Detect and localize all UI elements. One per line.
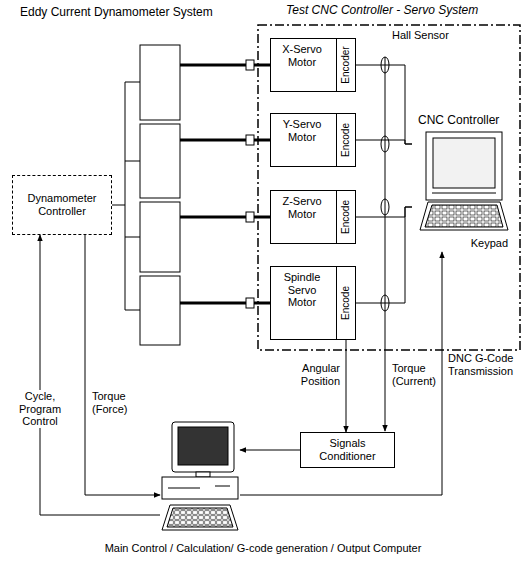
node-label: Signals Conditioner	[304, 437, 391, 462]
signal-label: Torque (Current)	[392, 362, 444, 387]
node-label: Spindle Servo Motor	[271, 267, 333, 313]
signal-label: Torque (Force)	[92, 390, 148, 415]
system-title: Eddy Current Dynamometer System	[20, 6, 213, 20]
connector	[356, 207, 412, 303]
node-label: Encode	[340, 200, 352, 234]
encoder-box: Encode	[336, 266, 356, 340]
connector	[356, 140, 412, 144]
connector	[356, 65, 412, 144]
servo-motor-box: Y-Servo Motor Encode	[270, 113, 356, 167]
device-label: CNC Controller	[418, 114, 499, 128]
process-box: Signals Conditioner	[300, 432, 395, 468]
node-label: Dynamometer Controller	[17, 192, 107, 217]
node-label: Z-Servo Motor	[271, 191, 333, 224]
current-signal-wire	[385, 57, 386, 431]
shafts	[180, 60, 270, 308]
servo-motor-box: Spindle Servo Motor Encode	[270, 266, 356, 340]
cnc-controller-icon	[420, 132, 508, 230]
connector	[240, 450, 300, 451]
computer-label: Main Control / Calculation/ G-code gener…	[23, 542, 503, 555]
node-label: Encoder	[340, 46, 352, 83]
servo-motor-box: Z-Servo Motor Encode	[270, 190, 356, 244]
system-region: Test CNC Controller - Servo SystemX-Serv…	[258, 25, 520, 350]
controller-box: Dynamometer Controller	[12, 175, 112, 235]
hall-sensors	[381, 57, 389, 311]
cnc-controller: CNC ControllerKeypad	[412, 112, 512, 252]
signal-label: Angular Position	[270, 362, 340, 387]
connector	[356, 207, 412, 217]
signal-label: Cycle, Program Control	[11, 390, 69, 428]
computer-icon	[162, 422, 238, 530]
servo-motor-box: X-Servo Motor Encoder	[270, 38, 356, 92]
sensor-label: Hall Sensor	[392, 29, 449, 42]
node-label: Encode	[340, 123, 352, 157]
encoder-box: Encoder	[336, 38, 356, 92]
encoder-box: Encode	[336, 190, 356, 244]
dynamometer-wires	[112, 82, 140, 310]
region-outline	[258, 25, 520, 350]
dynamometer-units	[140, 45, 180, 345]
connector	[85, 235, 160, 495]
connector	[40, 235, 160, 515]
node-label: Encode	[340, 286, 352, 320]
part-label: Keypad	[471, 237, 508, 250]
computer: Main Control / Calculation/ G-code gener…	[160, 420, 240, 538]
region-heading: Test CNC Controller - Servo System	[286, 4, 478, 18]
node-label: X-Servo Motor	[271, 39, 333, 72]
connector	[346, 340, 347, 432]
signal-label: DNC G-Code Transmission	[448, 352, 522, 377]
node-label: Y-Servo Motor	[271, 114, 333, 147]
encoder-box: Encode	[336, 113, 356, 167]
